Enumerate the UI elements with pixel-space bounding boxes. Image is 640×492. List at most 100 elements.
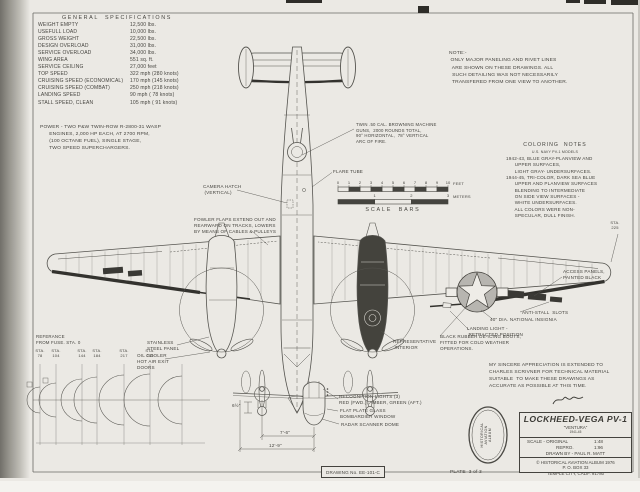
dim-nose-offset: 6½" [232, 403, 241, 408]
plate-number: PLATE 3 of 3 [450, 470, 482, 475]
scale-value: 1:48 [594, 439, 603, 444]
callout-fowler-flaps: FOWLER FLAPS EXTEND OUT AND REARWARD ON … [194, 217, 277, 235]
paneling-note: NOTE:- ONLY MAJOR PANELING AND RIVET LIN… [449, 51, 568, 86]
wings-plan-view [46, 235, 612, 305]
callout-wing-station: STA. 225 [610, 220, 620, 230]
feet-tick-label: 5 [391, 180, 395, 185]
meters-tick-label: 1 [373, 193, 376, 198]
feet-tick-label: 1 [347, 180, 351, 185]
callout-stainless-panel: STAINLESS STEEL PANEL [147, 340, 180, 352]
left-nacelle [179, 222, 264, 359]
national-insignia-star [445, 271, 509, 313]
station-label: STA. 255 [145, 348, 155, 358]
feet-tick-label: 3 [369, 180, 373, 185]
aircraft-years: 1941-45 [569, 430, 582, 434]
station-label: STA. 78 [35, 348, 45, 358]
repro-value: 1:96 [594, 444, 603, 450]
callout-machine-guns: TWIN .50 CAL. BROWNING MACHINE GUNS, 200… [356, 122, 437, 145]
specs-title: GENERAL SPECIFICATIONS [62, 14, 172, 21]
scan-artifact [611, 0, 638, 5]
meters-label: METERS [453, 193, 471, 199]
meters-tick-label: 3 [446, 193, 450, 198]
feet-tick-label: 4 [380, 180, 384, 185]
callout-flare-tube: FLARE TUBE [333, 168, 364, 174]
callout-radar-dome: RADAR SCANNER DOME [341, 421, 400, 427]
drawing-number-box: DRAWING No. EE-101-C [321, 466, 385, 478]
po-box-line: P. O. BOX 33 [562, 465, 589, 470]
album-stamp [468, 406, 508, 464]
station-label: STA. 184 [92, 348, 102, 358]
aircraft-title: LOCKHEED-VEGA PV-1 [523, 414, 628, 424]
spec-row: CRUISING SPEED (ECONOMICAL)170 mph (145 … [38, 78, 179, 85]
feet-tick-label: 9 [435, 180, 439, 185]
callout-access-panels: ACCESS PANELS, PAINTED BLACK [563, 269, 605, 281]
landing-light [442, 302, 452, 309]
scale-bars-caption: SCALE BARS [365, 207, 421, 213]
scan-edge-shadow [0, 0, 30, 478]
feet-tick-label: 0 [336, 180, 340, 185]
dim-gear-track: 12'-9" [269, 442, 282, 448]
fuselage-cross-sections [26, 364, 210, 445]
station-label: STA. 217 [119, 348, 129, 358]
right-prop-disc [330, 267, 415, 353]
album-stamp-text: HISTORICAL AVIATION ALBUM [480, 422, 492, 448]
fuselage-plan-view [280, 46, 314, 414]
feet-tick-label: 10 [445, 180, 451, 185]
scan-artifact [286, 0, 322, 3]
copyright-line: © HISTORICAL AVIATION ALBUM 1976 [536, 459, 615, 465]
drawn-by: DRAWN BY - PAUL R. MATT [545, 450, 606, 456]
scale-bars [337, 185, 449, 205]
dim-prop-to-center: 7'-6" [280, 429, 291, 435]
callout-insignia: 40" DIA. NATIONAL INSIGNIA [490, 317, 557, 322]
front-view [232, 369, 399, 426]
scan-artifact [584, 0, 606, 4]
meters-tick-label: 2 [410, 193, 413, 198]
drawing-number: DRAWING No. EE-101-C [326, 470, 380, 475]
scale-label: SCALE - ORIGINAL [527, 439, 569, 444]
callout-representative-interior: REPRESENTATIVE INTERIOR [393, 339, 437, 351]
callout-landing-light: LANDING LIGHT - RETRACTED POSITION [467, 326, 523, 338]
station-label: STA. 144 [77, 348, 87, 358]
feet-tick-label: 7 [413, 180, 417, 185]
appreciation-note: MY SINCERE APPRECIATION IS EXTENDED TO C… [489, 363, 610, 389]
meters-ticks: 1 2 3 [338, 193, 452, 199]
feet-label: FEET [453, 180, 464, 186]
callout-recognition-lights: RECOGNITION LIGHTS (3) RED (FWD.), AMBER… [339, 394, 422, 406]
scan-artifact [418, 6, 429, 13]
feet-tick-label: 8 [424, 180, 428, 185]
deicing-boots [51, 269, 605, 308]
dimension-lines [237, 233, 619, 452]
city-line: TEMPLE CITY, CALIF. 91780 [546, 470, 605, 476]
callout-deicing-boots: BLACK RUBBER DE-ICING BOOTS, FITTED FOR … [440, 334, 522, 352]
coloring-notes-title: COLORING NOTES [523, 142, 587, 148]
paper-right-edge [638, 0, 640, 478]
cross-section-reference-note: REFERANCE FROM FUSE. STA. 0 [36, 334, 81, 345]
callout-anti-stall: ANTI-STALL SLOTS [522, 310, 569, 315]
coloring-notes-body: 1942-43, BLUE GRAY-PLANVIEW AND UPPER SU… [506, 156, 598, 218]
aircraft-subtitle: "VENTURA" [563, 425, 588, 430]
coloring-notes-subtitle: U.S. NAVY PV-1 MODELS [531, 149, 579, 154]
callout-bombardier-window: FLAT PLATE GLASS BOMBARDIER WINDOW [340, 407, 396, 419]
title-block-publisher: © HISTORICAL AVIATION ALBUM 1976 P. O. B… [520, 458, 631, 477]
station-label: STA. 104 [51, 348, 61, 358]
title-block-header: LOCKHEED-VEGA PV-1 "VENTURA" 1941-45 [520, 413, 631, 438]
title-block-scale-row: SCALE - ORIGINAL 1:48 REPRO. 1:96 DRAWN … [520, 438, 631, 458]
callout-oil-cooler: OIL COOLER HOT AIR EXIT DOORS [137, 353, 169, 371]
feet-tick-label: 6 [402, 180, 406, 185]
right-nacelle-cutaway [330, 222, 415, 359]
page-border-frame [32, 12, 634, 473]
signature [552, 396, 584, 405]
power-note: POWER - TWO P&W TWIN-ROW R-2800-31 WASP … [40, 125, 162, 152]
feet-tick-label: 2 [358, 180, 362, 185]
